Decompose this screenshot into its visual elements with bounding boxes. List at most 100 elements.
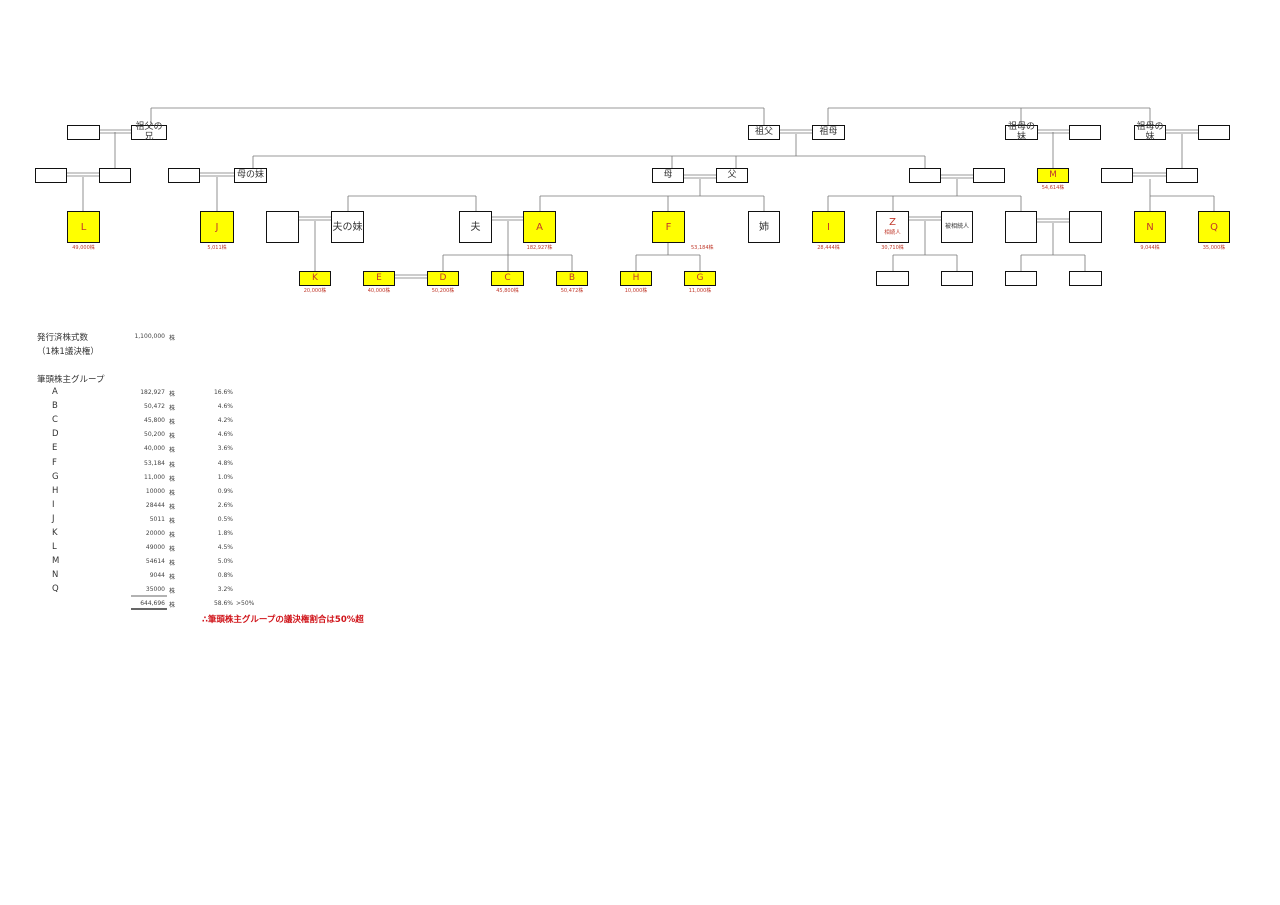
share-count-q: 35,000株 — [1202, 245, 1226, 251]
person-box-a: A — [523, 211, 556, 243]
shareholder-pct: 16.6% — [213, 389, 233, 396]
shareholder-pct: 0.9% — [217, 487, 233, 495]
shareholder-name: J — [52, 513, 55, 524]
person-box-mothers-sister: 母の妹 — [234, 168, 267, 183]
total-note: >50% — [236, 600, 255, 607]
shareholder-unit: 株 — [169, 517, 176, 525]
person-label: 被相続人 — [944, 222, 969, 230]
person-box-f: F — [652, 211, 685, 243]
conclusion-text: ∴筆頭株主グループの議決権割合は50%超 — [202, 615, 364, 625]
issued-shares-value: 1,100,000 — [134, 333, 165, 340]
share-count-c: 45,800株 — [496, 288, 519, 294]
person-label: 祖父 — [754, 126, 773, 137]
person-box-cousin-a — [1005, 211, 1037, 243]
shareholder-name: K — [52, 528, 58, 538]
shareholder-pct: 0.5% — [217, 515, 233, 523]
person-label: E — [376, 272, 382, 283]
shareholder-unit: 株 — [169, 546, 176, 554]
shareholder-name: L — [52, 542, 57, 553]
person-sub-label: 相続人 — [884, 230, 901, 237]
shareholder-name: E — [52, 443, 58, 454]
person-label: 母 — [663, 169, 673, 180]
shareholder-name: N — [52, 570, 59, 581]
shareholder-pct: 1.0% — [217, 473, 233, 481]
person-box-h: H — [620, 271, 652, 286]
person-box-father: 父 — [716, 168, 748, 183]
person-box-grandmother: 祖母 — [812, 125, 845, 140]
person-box-grandfather: 祖父 — [748, 125, 780, 140]
person-box-uncle-a — [909, 168, 941, 183]
shareholder-unit: 株 — [169, 461, 176, 469]
shareholder-pct: 4.5% — [217, 544, 233, 552]
shareholder-unit: 株 — [169, 405, 176, 413]
total-unit: 株 — [169, 602, 176, 609]
person-label: I — [827, 221, 830, 233]
person-label: N — [1146, 221, 1154, 233]
person-box-j: J — [200, 211, 234, 243]
person-label: J — [215, 221, 219, 233]
share-count-f: 53,184株 — [691, 245, 714, 251]
shareholder-name: G — [52, 471, 59, 482]
shareholder-shares: 54614 — [145, 558, 165, 566]
share-count-d: 50,200株 — [431, 288, 455, 294]
group-label: 筆頭株主グループ — [37, 375, 105, 385]
person-box-aunt-spouse — [168, 168, 200, 183]
shareholder-pct: 2.6% — [217, 501, 233, 509]
shareholder-unit: 株 — [169, 475, 176, 483]
person-label: C — [504, 272, 511, 283]
shareholder-shares: 40,000 — [144, 445, 165, 453]
share-count-l: 49,000株 — [72, 245, 95, 251]
shareholder-name: D — [52, 429, 59, 440]
person-label: 姉 — [759, 221, 769, 233]
shareholder-name: B — [52, 401, 58, 412]
share-count-a: 182,927株 — [526, 245, 553, 251]
shareholder-unit: 株 — [169, 503, 176, 511]
shareholder-pct: 0.8% — [217, 572, 233, 580]
shareholder-shares: 182,927 — [140, 389, 165, 396]
total-pct: 58.6% — [213, 600, 233, 607]
person-label: B — [568, 272, 576, 283]
person-box-l: L — [67, 211, 100, 243]
person-box-gm-sister2-spouse — [1198, 125, 1230, 140]
shareholder-pct: 4.6% — [217, 431, 233, 439]
person-label: A — [536, 221, 543, 233]
person-label: 祖父の兄 — [135, 121, 163, 142]
shareholder-pct: 5.0% — [217, 558, 233, 566]
shareholder-unit: 株 — [169, 560, 176, 568]
person-box-elder-sister: 姉 — [748, 211, 780, 243]
person-box-l-parent-b — [99, 168, 131, 183]
shareholder-shares: 50,200 — [144, 431, 165, 439]
person-box-gm-sister1-spouse — [1069, 125, 1101, 140]
shareholder-unit: 株 — [169, 588, 176, 596]
person-box-uncle-a-spouse — [973, 168, 1005, 183]
shareholder-shares: 35000 — [145, 586, 165, 594]
share-count-h: 10,000株 — [624, 288, 648, 294]
person-label: 母の妹 — [236, 169, 264, 180]
share-count-i: 28,444株 — [817, 245, 840, 251]
person-box-i: I — [812, 211, 845, 243]
person-box-g: G — [684, 271, 716, 286]
share-count-b: 50,472株 — [560, 288, 584, 294]
shareholder-shares: 50,472 — [144, 403, 165, 411]
person-box-q: Q — [1198, 211, 1230, 243]
shareholder-pct: 1.8% — [217, 530, 233, 537]
share-count-g: 11,000株 — [688, 288, 712, 294]
share-count-z: 30,710株 — [881, 245, 904, 251]
person-box-k: K — [299, 271, 331, 286]
shareholder-shares: 28444 — [145, 501, 165, 509]
shareholder-pct: 4.6% — [217, 403, 233, 411]
shareholder-name: I — [52, 499, 55, 510]
person-box-nq-parent-b — [1166, 168, 1198, 183]
person-box-z-child-a — [876, 271, 909, 286]
person-box-husbands-sister: 夫の妹 — [331, 211, 364, 243]
person-box-cousin-child-a — [1005, 271, 1037, 286]
person-box-n: N — [1134, 211, 1166, 243]
shareholder-pct: 3.6% — [217, 445, 233, 453]
person-label: H — [632, 272, 640, 283]
person-box-m: M — [1037, 168, 1069, 183]
shareholder-shares: 53,184 — [144, 459, 165, 467]
shareholder-unit: 株 — [169, 489, 176, 497]
issued-shares-note: （1株1議決権） — [37, 347, 99, 357]
